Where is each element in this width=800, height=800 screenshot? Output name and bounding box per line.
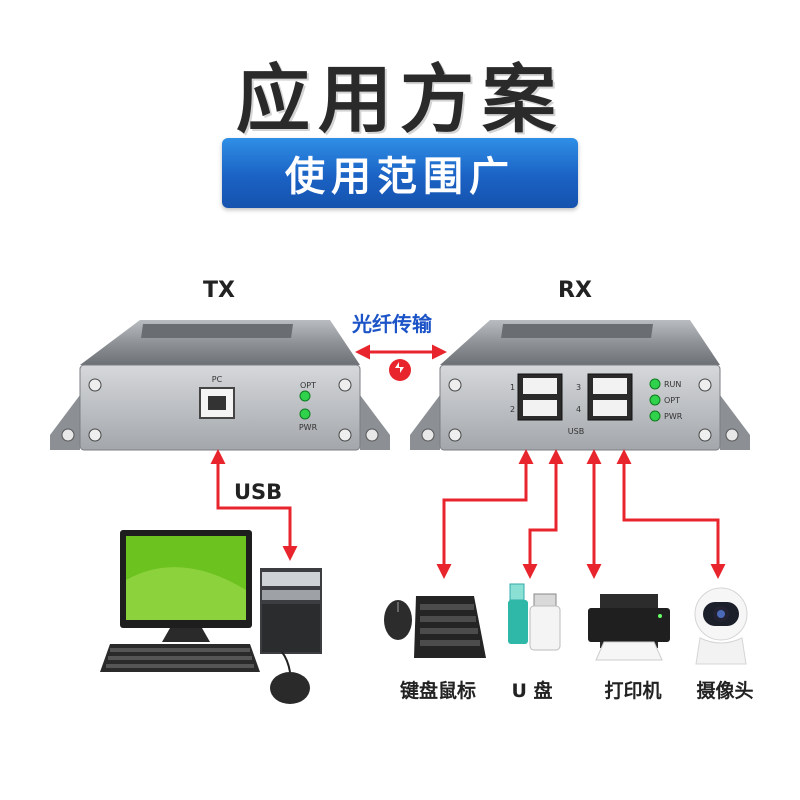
keyboard-mouse-label: 键盘鼠标 [399, 680, 476, 702]
tx-led-opt-label: OPT [300, 381, 316, 390]
rx-port-4-label: 4 [576, 405, 581, 414]
rx-led-pwr-label: PWR [664, 412, 683, 421]
tx-port-label: PC [212, 375, 223, 384]
usb-link-arrow [210, 449, 298, 561]
usb-drive-label: U 盘 [511, 680, 553, 702]
arrow-to-camera [616, 449, 726, 579]
usb-link-label: USB [234, 480, 283, 504]
subtitle-text: 使用范围广 [285, 154, 515, 200]
rx-label: RX [558, 278, 592, 303]
rx-device-icon: 1 2 3 4 USB RUN OPT PWR [410, 320, 750, 451]
keyboard-mouse-icon [384, 596, 486, 658]
rx-led-opt-label: OPT [664, 396, 680, 405]
computer-icon [100, 530, 322, 704]
tx-device-icon: PC OPT PWR [50, 320, 390, 451]
rx-usb-label: USB [568, 427, 584, 436]
camera-icon [694, 587, 748, 665]
arrow-to-udisk [522, 449, 564, 579]
arrow-to-keyboard [436, 449, 534, 579]
tx-label: TX [203, 278, 235, 303]
page-title: 应用方案 [236, 57, 564, 143]
rx-led-run-label: RUN [664, 380, 681, 389]
tx-led-pwr-label: PWR [299, 423, 318, 432]
subtitle-banner: 使用范围广 [222, 138, 578, 208]
rx-port-2-label: 2 [510, 405, 515, 414]
rx-port-1-label: 1 [510, 383, 515, 392]
printer-icon [588, 594, 670, 661]
rx-port-3-label: 3 [576, 383, 581, 392]
camera-label: 摄像头 [696, 680, 754, 702]
fiber-transmission-label: 光纤传输 [352, 312, 432, 336]
printer-label: 打印机 [604, 680, 662, 702]
usb-drive-icon [508, 583, 561, 651]
